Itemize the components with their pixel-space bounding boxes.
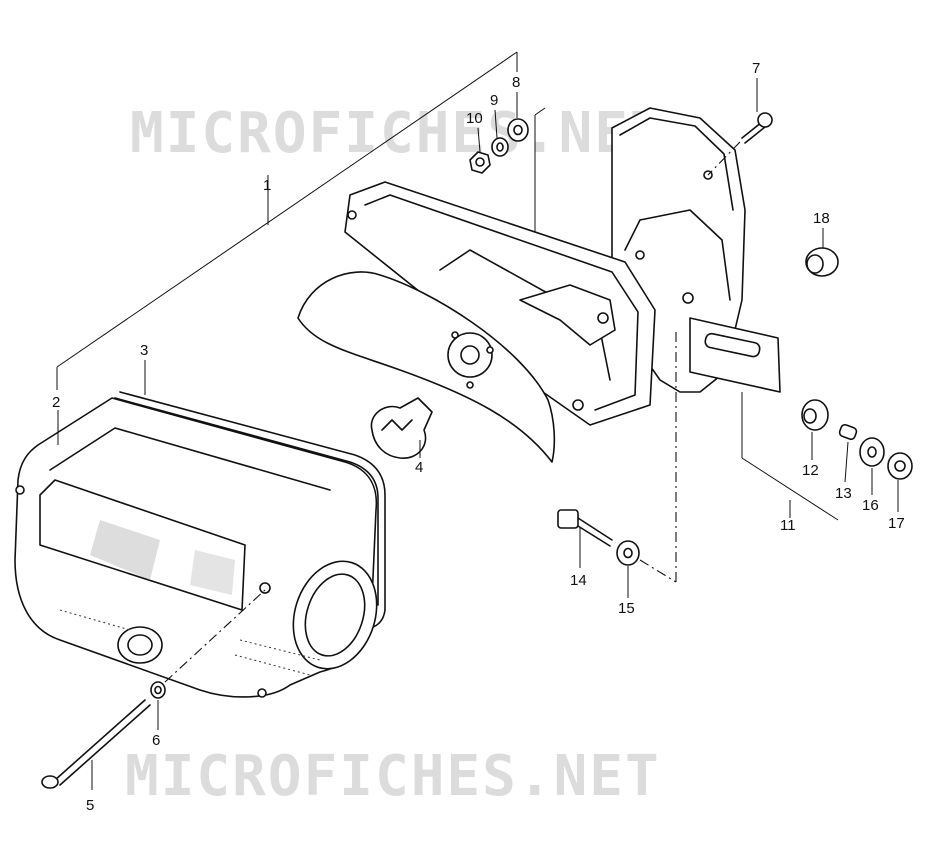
reflector-shell [297,271,556,463]
lens-housing [14,397,378,698]
bolt-14 [557,509,613,547]
collar-13 [838,423,858,441]
nut-10 [469,151,491,174]
callout-16: 16 [862,497,879,514]
washer-6 [150,681,166,699]
leader-lines [57,78,899,790]
washer-16 [859,437,885,467]
watermark-top: MICROFICHES.NET [130,101,666,166]
screw-7 [707,112,773,176]
lock-washer-9 [491,137,509,157]
callout-17: 17 [888,515,905,532]
callout-8: 8 [512,74,520,91]
callout-1: 1 [263,177,271,194]
callout-4: 4 [415,459,423,476]
callout-13: 13 [835,485,852,502]
washer-15 [616,330,677,583]
grommet-18 [805,247,839,277]
bulb [370,397,433,459]
callout-11: 11 [780,517,796,534]
callout-15: 15 [618,600,635,617]
callout-14: 14 [570,572,587,589]
callout-labels: 1 2 3 4 5 6 7 8 9 10 11 12 13 14 15 16 1… [52,60,905,814]
lamp-base-with-reflector [344,181,656,426]
callout-2: 2 [52,394,60,411]
watermark-bottom: MICROFICHES.NET [125,744,661,809]
long-screw [41,699,151,789]
callout-10: 10 [466,110,483,127]
callout-6: 6 [152,732,160,749]
callout-5: 5 [86,797,94,814]
nut-17 [887,452,913,480]
callout-9: 9 [490,92,498,109]
screw-guide-line [164,589,266,683]
spacer-12 [801,399,829,431]
callout-7: 7 [752,60,760,77]
callout-12: 12 [802,462,819,479]
callout-3: 3 [140,342,148,359]
license-bracket [689,317,839,521]
washer-8 [507,118,529,142]
callout-18: 18 [813,210,830,227]
